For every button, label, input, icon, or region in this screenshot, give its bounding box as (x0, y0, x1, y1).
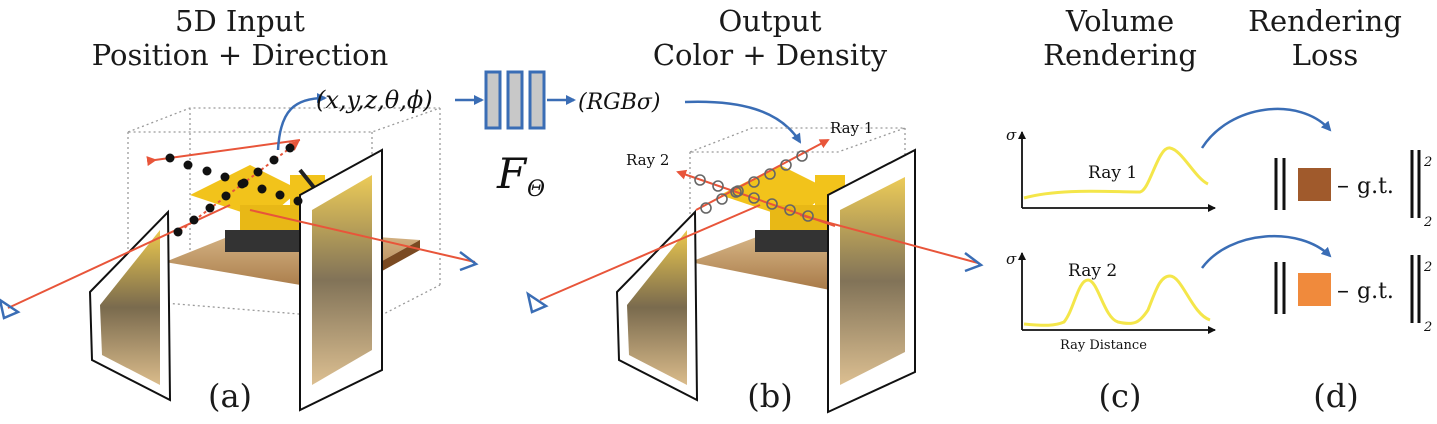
ray-2-label: Ray 2 (626, 151, 669, 169)
sample-points-b (694, 150, 814, 222)
panel-label-c: (c) (1098, 377, 1142, 415)
camera-right-icon (459, 251, 479, 272)
network-subscript: Θ (527, 177, 545, 202)
loss-superscript-bottom: 2 (1423, 260, 1432, 275)
density-curve-ray-2 (1023, 274, 1211, 327)
heading-b-line2: Color + Density (652, 38, 888, 72)
arrow-to-loss-top (1200, 107, 1332, 149)
heading-output: Output Color + Density (600, 4, 940, 72)
arrow-output-to-scene (684, 100, 802, 144)
plot-top-sigma: σ (1006, 126, 1017, 144)
heading-a-line1: 5D Input (175, 4, 305, 38)
panel-label-b: (b) (747, 377, 793, 415)
svg-text:–: – (1337, 276, 1349, 304)
arrow-to-input (276, 93, 327, 151)
ground-truth-label-top: g.t. (1357, 174, 1394, 199)
heading-d-line1: Rendering (1248, 4, 1402, 38)
ray-1-label: Ray 1 (830, 119, 873, 137)
sample-points-a (165, 143, 303, 237)
heading-d-line2: Loss (1291, 38, 1359, 72)
panel-label-a: (a) (207, 377, 253, 415)
heading-5d-input: 5D Input Position + Direction (40, 4, 440, 72)
heading-b-line1: Output (718, 4, 822, 38)
loss-subscript-bottom: 2 (1423, 320, 1432, 335)
camera-left-b-icon (526, 291, 549, 314)
loss-superscript-top: 2 (1423, 155, 1432, 170)
network-symbol: F (496, 149, 528, 198)
svg-text:–: – (1337, 171, 1349, 199)
panel-d-loss: – g.t. 2 2 – g.t. 2 2 (1200, 107, 1432, 335)
heading-c-line2: Rendering (1043, 38, 1197, 72)
heading-volume-rendering: Volume Rendering (1020, 4, 1220, 72)
ray-1-line (695, 139, 830, 211)
loss-subscript-top: 2 (1423, 215, 1432, 230)
plot-bottom-label: Ray 2 (1068, 261, 1117, 281)
rendered-color-swatch-top (1298, 168, 1331, 201)
ray-to-camera-left-b (539, 204, 761, 301)
ray-to-camera-right-b (799, 214, 979, 264)
network-output-label: (RGBσ) (578, 90, 661, 115)
panel-b-scene: Ray 1 Ray 2 (526, 100, 984, 414)
arrow-to-loss-bottom (1200, 234, 1332, 269)
plot-top-label: Ray 1 (1088, 163, 1137, 183)
camera-right-b-icon (964, 252, 984, 273)
camera-left-icon (0, 298, 21, 320)
heading-c-line1: Volume (1065, 4, 1175, 38)
rendered-color-swatch-bottom (1298, 273, 1331, 306)
plot-bottom-sigma: σ (1006, 250, 1017, 268)
panel-a-scene (0, 93, 479, 412)
heading-a-line2: Position + Direction (91, 38, 389, 72)
density-curve-ray-1 (1023, 146, 1209, 200)
ray-to-camera-right-a (249, 209, 476, 263)
heading-rendering-loss: Rendering Loss (1230, 4, 1420, 72)
network-f-theta: F Θ (455, 70, 576, 202)
panel-c-plots: σ Ray 1 σ Ray 2 Ray Distance (1006, 126, 1216, 353)
network-input-label: (x,y,z,θ,ϕ) (316, 86, 433, 114)
plot-x-axis-label: Ray Distance (1060, 338, 1147, 353)
ground-truth-label-bottom: g.t. (1357, 279, 1394, 304)
panel-label-d: (d) (1313, 377, 1359, 415)
